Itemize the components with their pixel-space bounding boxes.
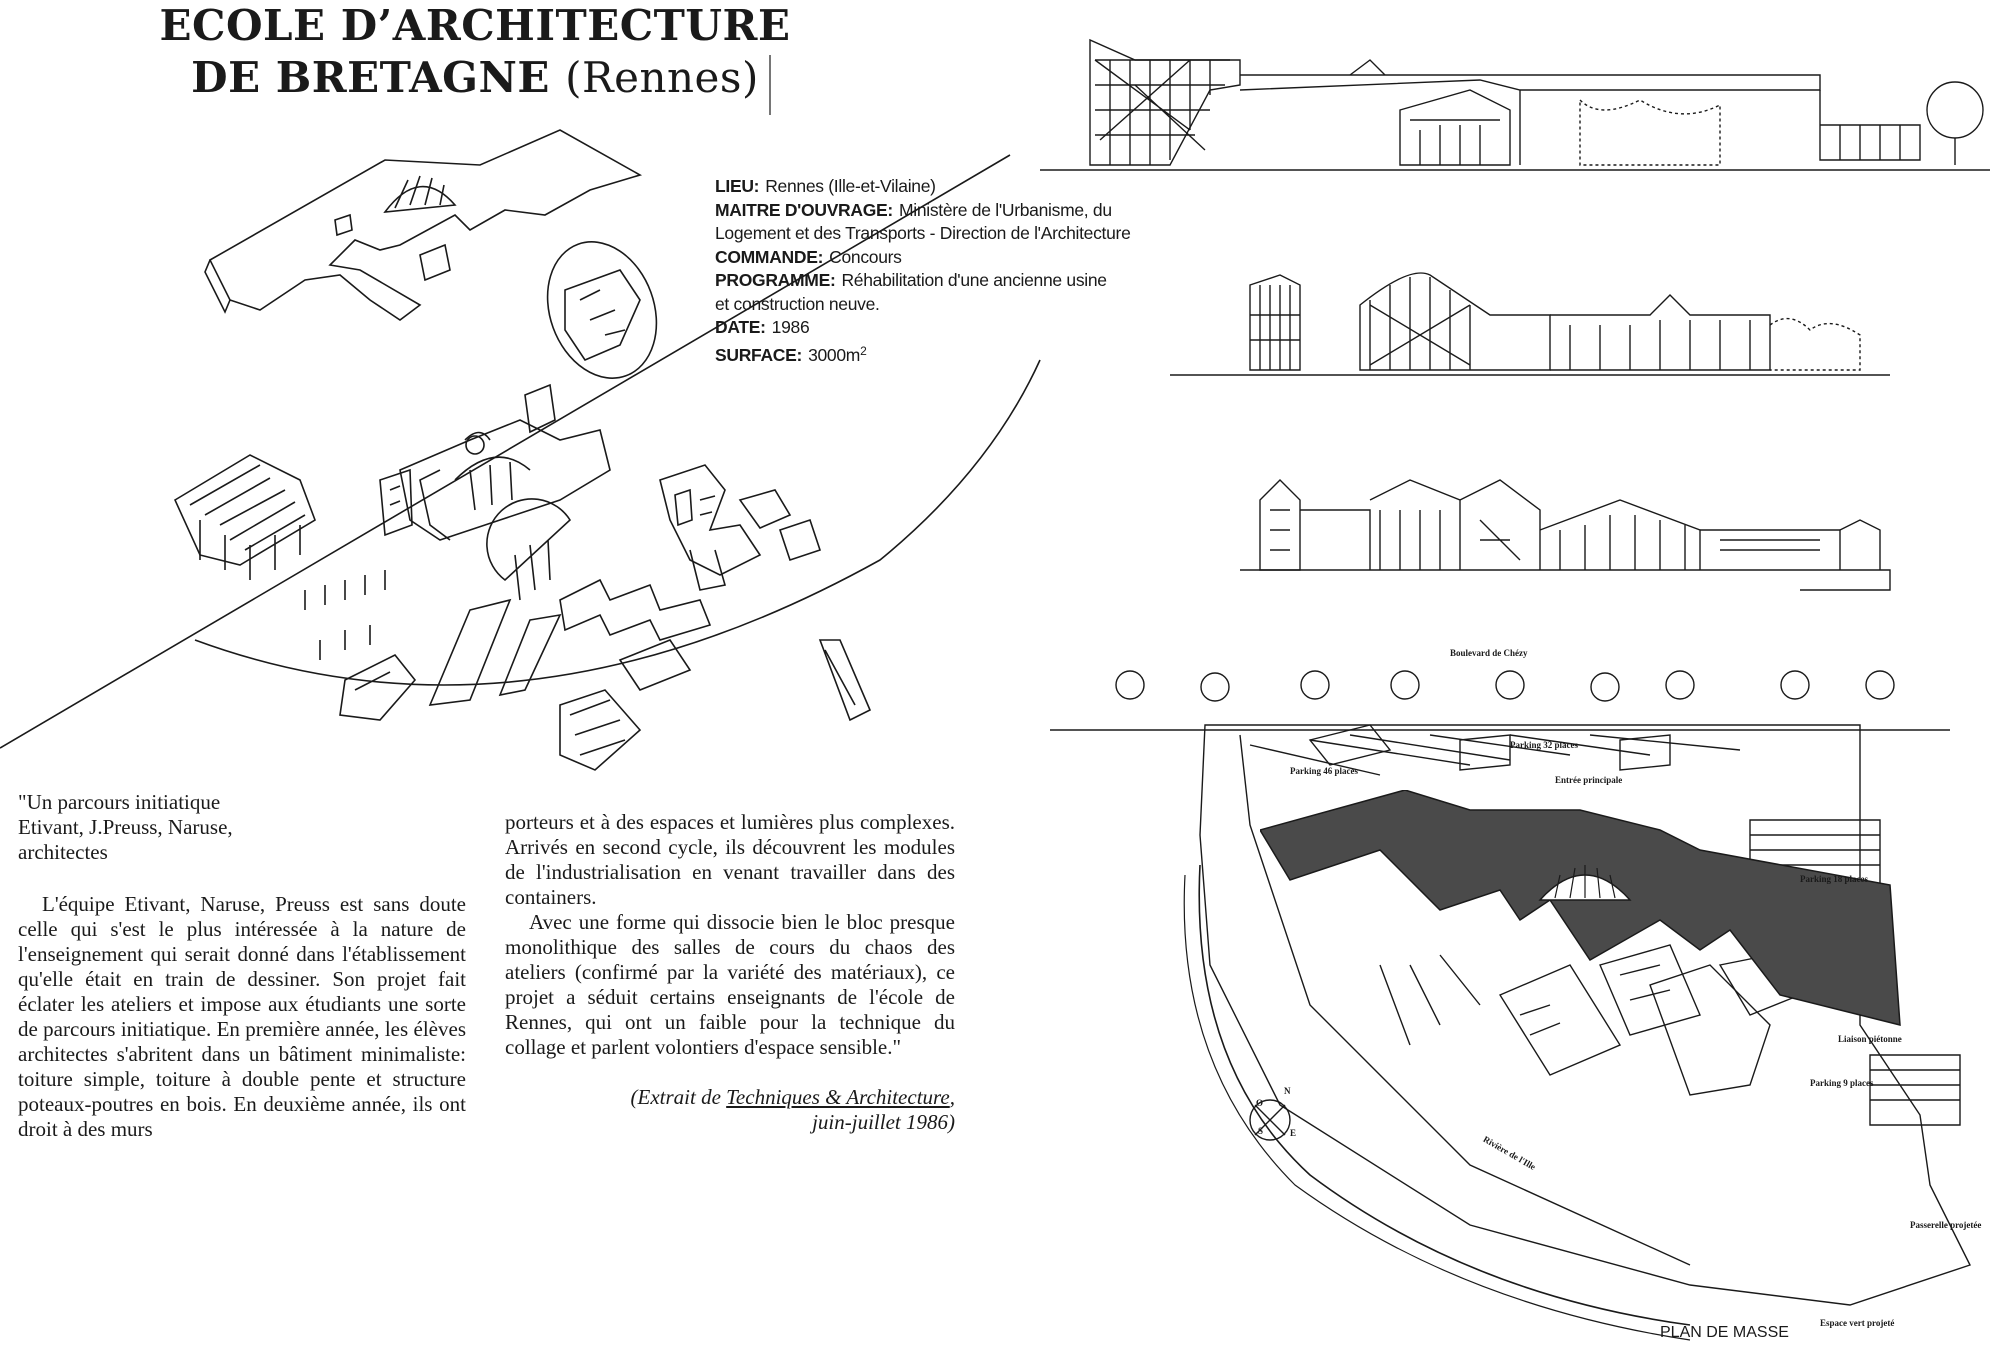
label-parking-18: Parking 18 places	[1800, 874, 1869, 884]
article-quote: "Un parcours initiatique Etivant, J.Preu…	[18, 790, 233, 864]
title-line-1: ECOLE D’ARCHITECTURE	[159, 1, 791, 50]
compass-n: N	[1284, 1086, 1291, 1096]
label-plan-de-masse: PLAN DE MASSE	[1660, 1324, 1789, 1341]
fact-date: DATE:1986	[715, 317, 810, 337]
title-city: (Rennes)	[565, 53, 759, 102]
elevation-drawing-1	[1040, 38, 1990, 171]
article-paragraph-1-cont: porteurs et à des espaces et lumières pl…	[505, 810, 955, 909]
label-green-space: Espace vert projeté	[1820, 1318, 1895, 1328]
fact-maitre-ouvrage: MAITRE D'OUVRAGE:Ministère de l'Urbanism…	[715, 199, 1112, 220]
label-pedestrian: Liaison piétonne	[1838, 1034, 1902, 1044]
tree-row	[1115, 670, 1895, 702]
title-line-2: DE BRETAGNE (Rennes)	[150, 52, 800, 104]
fact-surface: SURFACE:3000m2	[715, 343, 867, 365]
elevation-drawing-2	[1170, 272, 1890, 376]
fact-maitre-ouvrage-cont: Logement et des Transports - Direction d…	[715, 223, 1131, 243]
compass-o: O	[1256, 1098, 1264, 1108]
label-parking-32: Parking 32 places	[1510, 740, 1579, 750]
fact-programme-cont: et construction neuve.	[715, 293, 880, 314]
title-rule	[769, 55, 771, 115]
label-entrance: Entrée principale	[1555, 775, 1623, 785]
page-title: ECOLE D’ARCHITECTURE DE BRETAGNE (Rennes…	[150, 0, 800, 104]
axonometric-drawing	[0, 129, 1041, 771]
label-parking-46: Parking 46 places	[1290, 766, 1359, 776]
project-facts: LIEU:Rennes (Ille-et-Vilaine) MAITRE D'O…	[715, 175, 1155, 367]
article-column-1: "Un parcours initiatique Etivant, J.Preu…	[18, 790, 466, 1142]
fact-lieu: LIEU:Rennes (Ille-et-Vilaine)	[715, 176, 936, 196]
compass-s: S	[1258, 1126, 1264, 1136]
compass-rose	[1249, 1099, 1291, 1141]
section-drawing	[1240, 479, 1891, 591]
fact-programme: PROGRAMME:Réhabilitation d'une ancienne …	[715, 270, 1107, 290]
fact-commande: COMMANDE:Concours	[715, 246, 902, 267]
label-footbridge: Passerelle projetée	[1910, 1220, 1982, 1230]
article-paragraph-2: Avec une forme qui dissocie bien le bloc…	[505, 910, 955, 1059]
main-building-block	[1260, 790, 1901, 1026]
label-parking-9: Parking 9 places	[1810, 1078, 1874, 1088]
label-street: Boulevard de Chézy	[1450, 648, 1528, 658]
site-plan	[1050, 670, 1971, 1341]
article-column-2: porteurs et à des espaces et lumières pl…	[505, 810, 955, 1135]
article-citation: (Extrait de Techniques & Architecture, j…	[630, 1085, 955, 1134]
compass-e: E	[1290, 1128, 1297, 1138]
title-main: DE BRETAGNE	[191, 53, 550, 102]
article-paragraph-1: L'équipe Etivant, Naruse, Preuss est san…	[18, 892, 466, 1141]
